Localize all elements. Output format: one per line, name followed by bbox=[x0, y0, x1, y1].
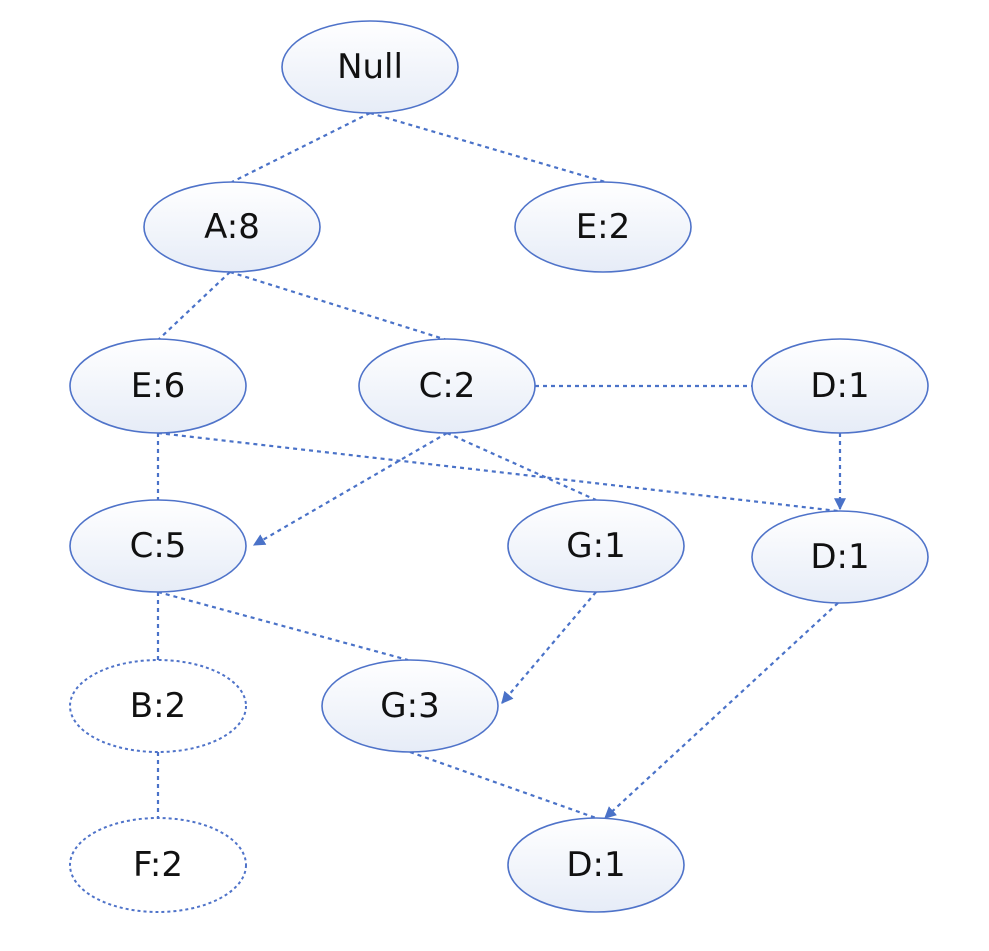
node-g3-label: G:3 bbox=[380, 686, 439, 726]
edge-c2-c5-link bbox=[252, 432, 448, 546]
node-c2[interactable]: C:2 bbox=[358, 338, 536, 434]
node-e2[interactable]: E:2 bbox=[514, 181, 692, 273]
node-null-label: Null bbox=[337, 47, 403, 87]
nodes-layer: Null A:8 E:2 E:6 C:2 D:1 C:5 G:1 bbox=[69, 20, 929, 913]
edges-layer bbox=[156, 111, 846, 820]
node-g1-label: G:1 bbox=[566, 526, 625, 566]
node-d1-bottom[interactable]: D:1 bbox=[507, 817, 685, 913]
edge-g1-g3-link bbox=[501, 591, 597, 704]
node-f2[interactable]: F:2 bbox=[69, 817, 247, 913]
node-g1[interactable]: G:1 bbox=[507, 499, 685, 593]
edge-a8-e6 bbox=[157, 271, 231, 341]
edge-null-e2 bbox=[369, 111, 606, 184]
node-d1-middle-label: D:1 bbox=[810, 537, 869, 577]
edge-g3-d1-bottom bbox=[409, 750, 597, 820]
node-g3[interactable]: G:3 bbox=[321, 659, 499, 753]
node-d1-middle[interactable]: D:1 bbox=[751, 510, 929, 604]
edge-c5-g3 bbox=[157, 590, 409, 662]
node-c5-label: C:5 bbox=[130, 526, 187, 566]
node-a8-label: A:8 bbox=[204, 207, 260, 247]
node-e6[interactable]: E:6 bbox=[69, 338, 247, 434]
edge-a8-c2 bbox=[229, 270, 448, 342]
node-e6-label: E:6 bbox=[131, 366, 186, 406]
node-d1-top-label: D:1 bbox=[810, 366, 869, 406]
node-b2-label: B:2 bbox=[130, 686, 186, 726]
edge-e6-d1-middle bbox=[157, 431, 839, 513]
edge-null-a8 bbox=[231, 112, 371, 183]
edge-d1-d1-bottom-link bbox=[604, 602, 839, 819]
node-e2-label: E:2 bbox=[576, 207, 631, 247]
node-c5[interactable]: C:5 bbox=[69, 499, 247, 593]
node-null[interactable]: Null bbox=[281, 20, 459, 114]
node-b2[interactable]: B:2 bbox=[69, 659, 247, 753]
node-a8[interactable]: A:8 bbox=[143, 181, 321, 273]
node-d1-bottom-label: D:1 bbox=[566, 845, 625, 885]
node-f2-label: F:2 bbox=[133, 845, 183, 885]
node-c2-label: C:2 bbox=[419, 366, 476, 406]
edge-c2-g1 bbox=[446, 431, 597, 502]
node-d1-top[interactable]: D:1 bbox=[751, 338, 929, 434]
